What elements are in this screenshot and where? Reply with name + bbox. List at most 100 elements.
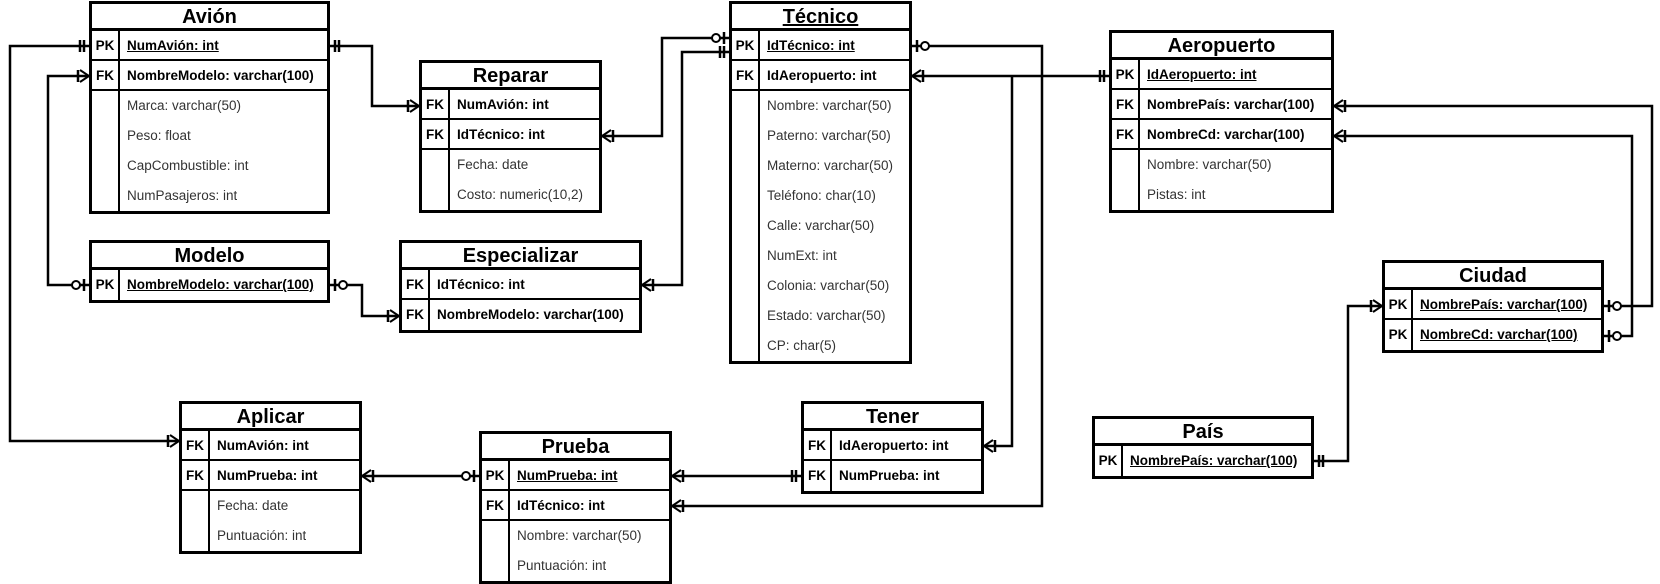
key-type-label xyxy=(182,521,210,551)
attribute-label: Costo: numeric(10,2) xyxy=(457,187,584,202)
attribute-label: NombreCd: varchar(100) xyxy=(1147,127,1305,142)
key-type-label xyxy=(92,121,120,151)
attribute-label: NumPrueba: int xyxy=(839,468,940,483)
relationship-line xyxy=(672,44,1044,508)
key-type-label xyxy=(732,121,760,151)
entity-title: Reparar xyxy=(422,63,599,90)
attribute-label: CapCombustible: int xyxy=(127,158,249,173)
attribute-label: IdTécnico: int xyxy=(517,498,605,513)
relationship-line xyxy=(8,44,179,443)
attribute-label: Nombre: varchar(50) xyxy=(517,528,642,543)
optional-circle xyxy=(1612,301,1622,311)
attribute-row: NumExt: int xyxy=(732,241,909,271)
key-type-label: PK xyxy=(92,31,120,59)
attribute-label: IdAeropuerto: int xyxy=(1147,67,1257,82)
entity-title: Modelo xyxy=(92,243,327,270)
attribute-label: Marca: varchar(50) xyxy=(127,98,242,113)
attribute-row: CapCombustible: int xyxy=(92,151,327,181)
key-type-label xyxy=(1112,180,1140,210)
crow-foot xyxy=(670,499,682,513)
attribute-label: IdTécnico: int xyxy=(457,127,545,142)
key-type-label: PK xyxy=(482,461,510,489)
attribute-row: Materno: varchar(50) xyxy=(732,151,909,181)
key-type-label: FK xyxy=(92,61,120,89)
entity-title: Aplicar xyxy=(182,404,359,431)
crow-foot xyxy=(982,439,994,453)
attribute-label: NumAvión: int xyxy=(457,97,549,112)
key-type-label xyxy=(732,331,760,361)
crow-foot xyxy=(360,469,372,483)
attribute-label: Teléfono: char(10) xyxy=(767,188,876,203)
key-type-label xyxy=(732,181,760,211)
key-type-label xyxy=(92,91,120,121)
entity-title: País xyxy=(1095,419,1311,446)
optional-circle xyxy=(920,41,930,51)
attribute-label: NombreModelo: varchar(100) xyxy=(127,68,314,83)
key-type-label: FK xyxy=(402,300,430,330)
attribute-label: NombrePaís: varchar(100) xyxy=(1147,97,1315,112)
key-attribute-row: FK IdTécnico: int xyxy=(422,120,599,150)
key-attribute-row: FK NumPrueba: int xyxy=(804,461,981,491)
key-type-label: PK xyxy=(92,270,120,300)
attribute-label: NumPrueba: int xyxy=(217,468,318,483)
key-type-label xyxy=(732,271,760,301)
attribute-label: Fecha: date xyxy=(457,157,529,172)
attribute-label: NumPasajeros: int xyxy=(127,188,238,203)
key-type-label: PK xyxy=(1112,60,1140,88)
key-type-label: PK xyxy=(1385,320,1413,350)
crow-foot xyxy=(1332,99,1344,113)
key-attribute-row: FK IdTécnico: int xyxy=(482,491,669,521)
attribute-label: Colonia: varchar(50) xyxy=(767,278,890,293)
attribute-row: Fecha: date xyxy=(182,491,359,521)
key-attribute-row: FK NombreModelo: varchar(100) xyxy=(92,61,327,91)
crow-foot xyxy=(670,469,682,483)
key-type-label xyxy=(732,241,760,271)
key-type-label: FK xyxy=(482,491,510,519)
key-type-label xyxy=(732,211,760,241)
key-type-label xyxy=(182,491,210,521)
key-type-label xyxy=(422,150,450,180)
relationship-line xyxy=(330,44,419,108)
relationship-line xyxy=(46,74,89,287)
key-type-label xyxy=(732,91,760,121)
key-attribute-row: FK NumPrueba: int xyxy=(182,461,359,491)
key-type-label: FK xyxy=(422,120,450,148)
key-type-label: FK xyxy=(804,461,832,491)
attribute-row: Nombre: varchar(50) xyxy=(482,521,669,551)
entity-title: Prueba xyxy=(482,434,669,461)
entity-title: Técnico xyxy=(732,4,909,31)
attribute-label: Pistas: int xyxy=(1147,187,1206,202)
attribute-label: Nombre: varchar(50) xyxy=(1147,157,1272,172)
attribute-label: IdAeropuerto: int xyxy=(839,438,949,453)
key-type-label: FK xyxy=(182,461,210,489)
attribute-row: Paterno: varchar(50) xyxy=(732,121,909,151)
attribute-row: Puntuación: int xyxy=(182,521,359,551)
attribute-row: Costo: numeric(10,2) xyxy=(422,180,599,210)
key-type-label xyxy=(422,180,450,210)
key-type-label xyxy=(92,181,120,211)
crow-foot xyxy=(910,69,922,83)
key-type-label xyxy=(732,301,760,331)
